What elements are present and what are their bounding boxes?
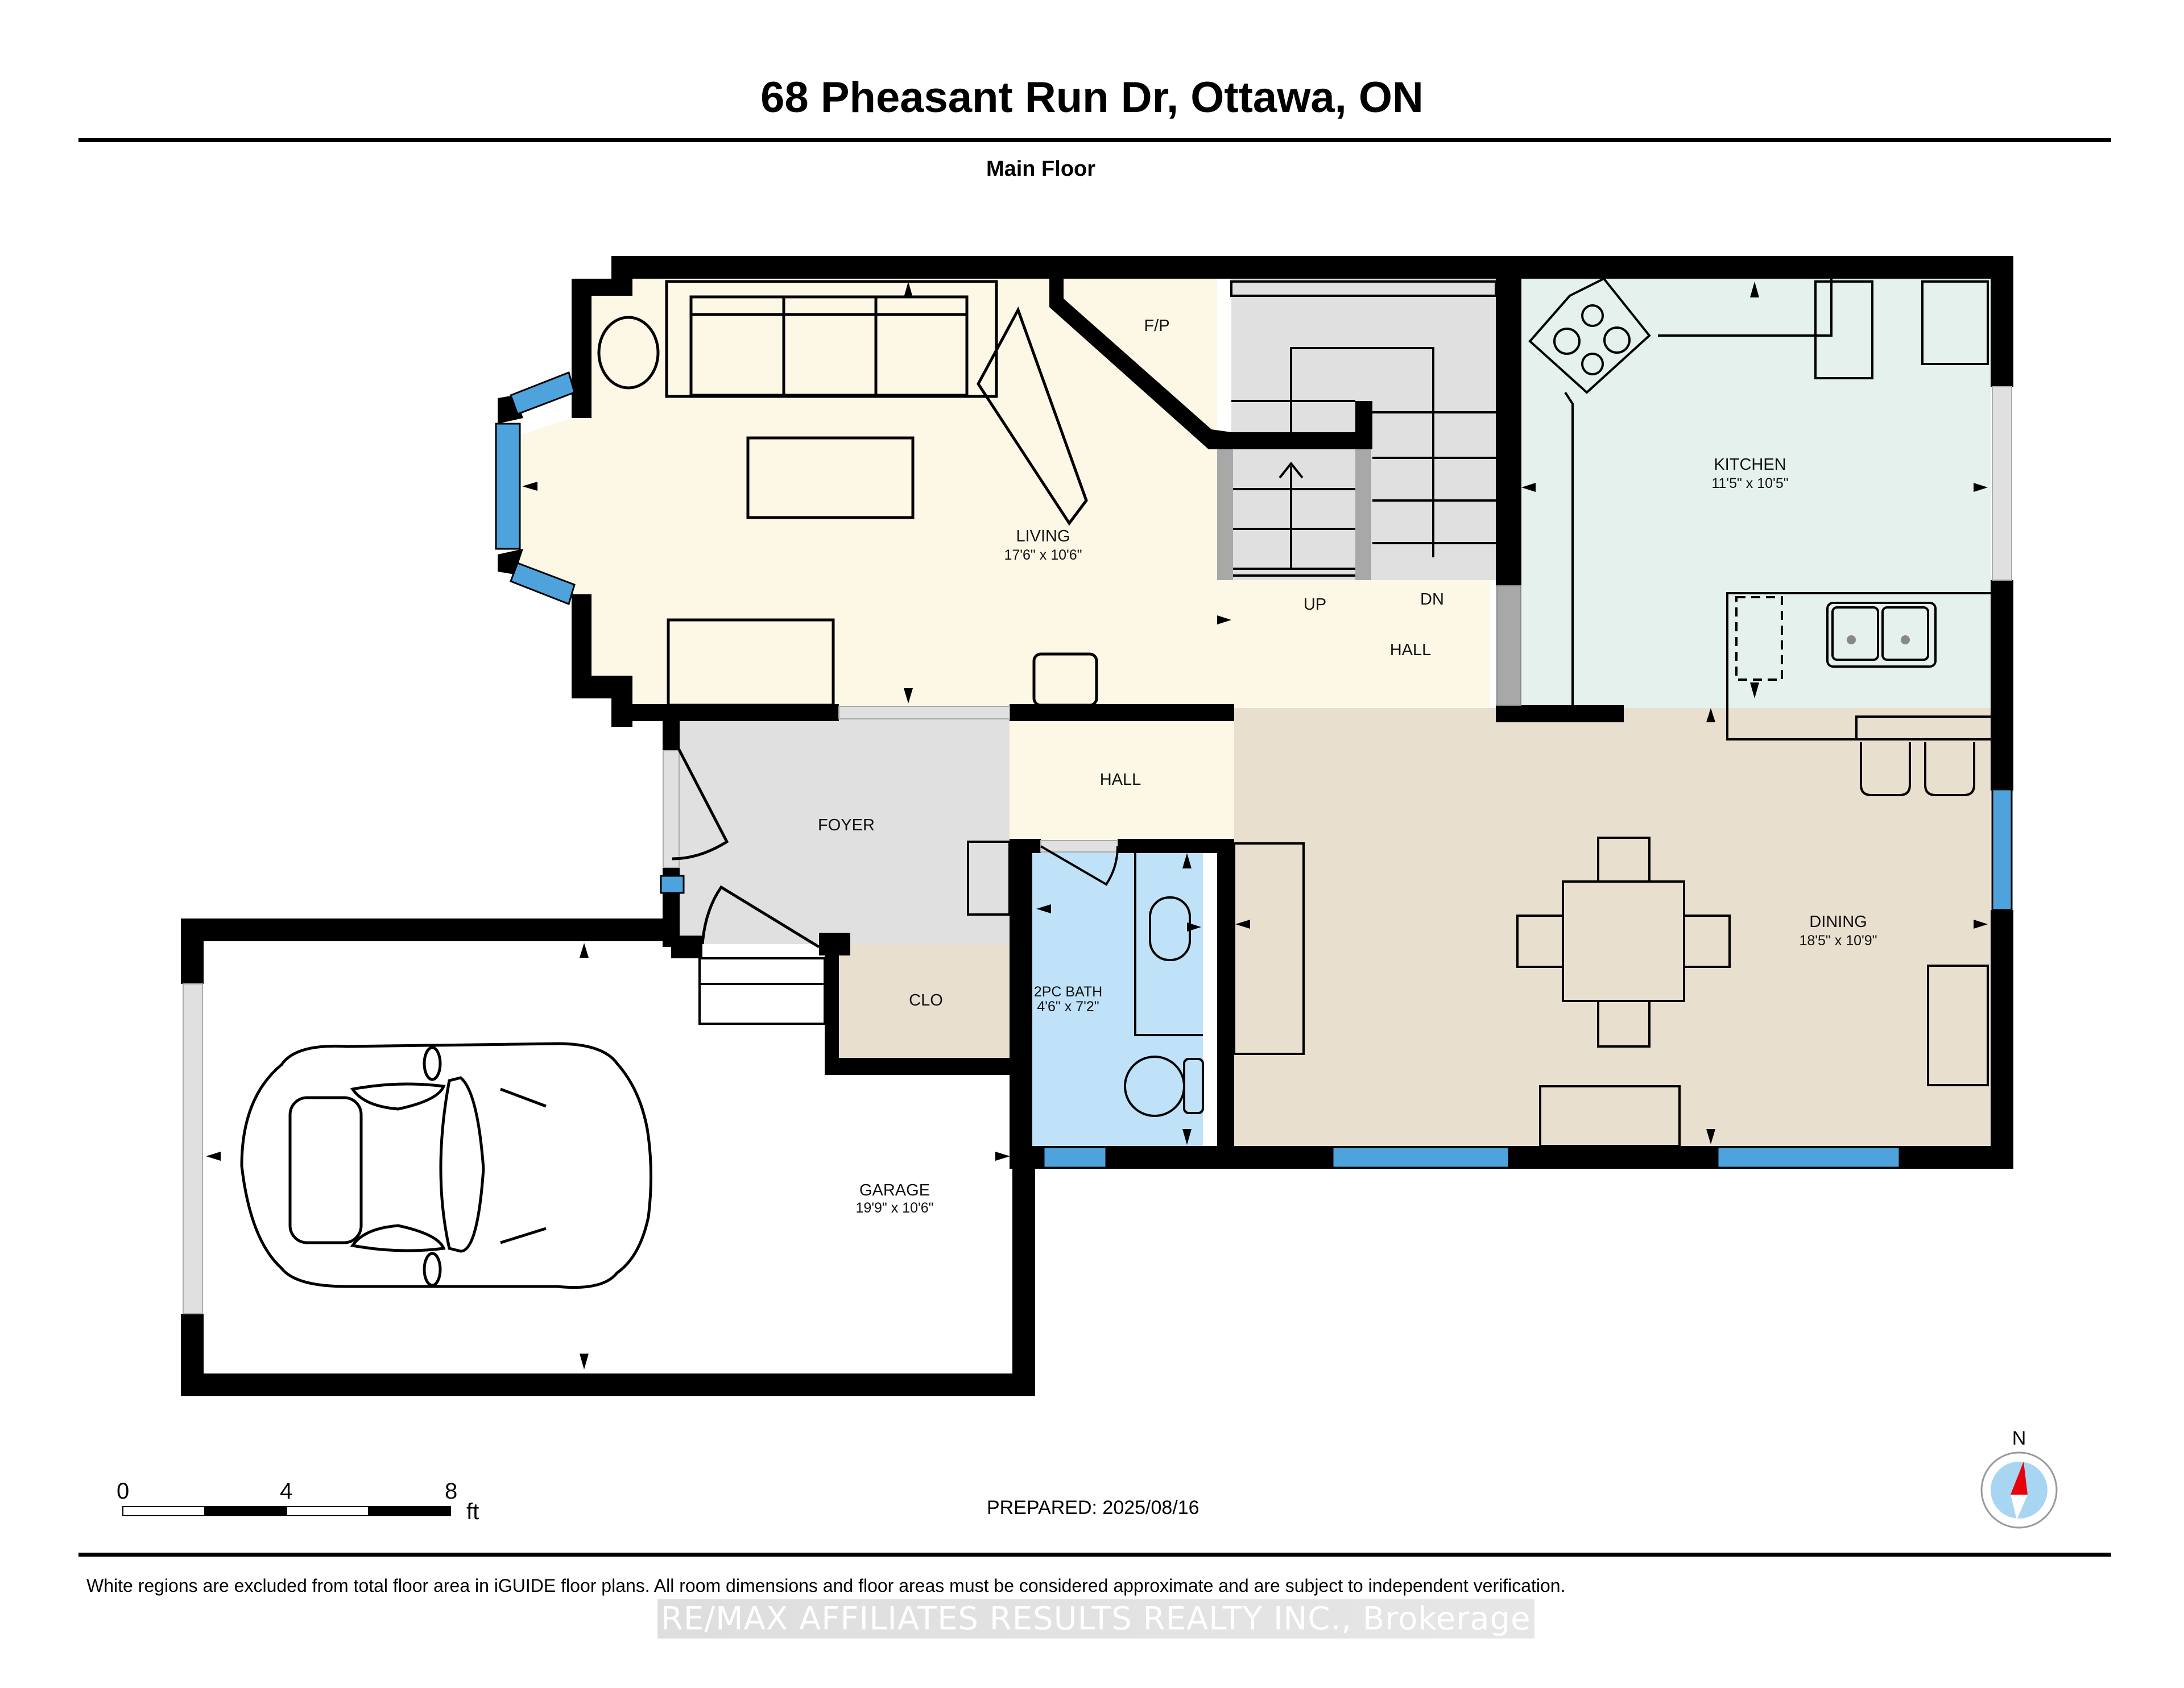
dining-label: DINING [1809, 913, 1867, 931]
compass-rose-icon [1980, 1451, 2058, 1529]
prepared-date: PREPARED: 2025/08/16 [987, 1497, 1199, 1519]
dining-bottom-window-2 [1716, 1146, 1901, 1169]
upper-hall-label: HALL [1390, 641, 1432, 659]
room-fills [512, 279, 1991, 1149]
counter-island [1726, 592, 1991, 740]
kitchen-label: KITCHEN [1714, 456, 1786, 474]
bar-stool-1 [1860, 742, 1911, 796]
bath-door-swing [1040, 845, 1119, 886]
bay-window-top [510, 371, 576, 415]
pantry [1921, 280, 1989, 365]
scale-bar: 0 4 8 ft [117, 1479, 520, 1541]
windows [495, 371, 2013, 1169]
ottoman [1032, 652, 1098, 707]
living-label: LIVING [1016, 527, 1070, 545]
scale-tick-4: 4 [280, 1479, 293, 1504]
sideboard-right [1927, 965, 1989, 1086]
scale-unit: ft [466, 1499, 479, 1524]
closet-floor [839, 944, 1010, 1058]
scale-tick-8: 8 [445, 1479, 458, 1504]
page-title: 68 Pheasant Run Dr, Ottawa, ON [760, 73, 1424, 122]
garage-steps [698, 957, 826, 1025]
fixtures [240, 277, 1991, 1289]
foyer-window [660, 875, 685, 894]
room-labels: LIVING 17'6" x 10'6" F/P UP DN HALL KITC… [818, 317, 1877, 1216]
double-sink [1826, 602, 1937, 668]
foyer-bench [967, 841, 1011, 916]
kitchen-floor [1519, 279, 1991, 708]
dining-bottom-window-1 [1331, 1146, 1510, 1169]
armchair [667, 618, 835, 707]
garage-label: GARAGE [859, 1181, 930, 1199]
disclaimer-text: White regions are excluded from total fl… [86, 1575, 1566, 1596]
bath-label: 2PC BATH [1034, 984, 1102, 1000]
bar-stool-2 [1924, 742, 1975, 796]
scale-segment [286, 1506, 369, 1516]
scale-segment [204, 1506, 287, 1516]
car-icon [240, 1042, 653, 1289]
compass-icon: N [1979, 1428, 2059, 1536]
door-openings [183, 386, 2012, 1314]
living-dimensions: 17'6" x 10'6" [1004, 547, 1082, 563]
floor-label: Main Floor [986, 157, 1096, 181]
dining-floor [1234, 708, 1991, 1146]
garage-door-swing [701, 885, 820, 949]
closet-label: CLO [909, 991, 943, 1010]
measurement-arrows [206, 282, 1988, 1370]
kitchen-fixtures [1528, 277, 1991, 740]
dining-dimensions: 18'5" x 10'9" [1799, 933, 1877, 949]
kitchen-dots [1847, 635, 1910, 644]
lower-hall-label: HALL [1100, 771, 1141, 789]
refrigerator [1814, 280, 1873, 379]
title-divider [78, 138, 2111, 142]
walls [181, 256, 2013, 1396]
sideboard-left [1233, 842, 1305, 1055]
living-room-floor [512, 279, 1490, 711]
brokerage-watermark: RE/MAX AFFILIATES RESULTS REALTY INC., B… [657, 1599, 1534, 1639]
bath-floor [1032, 850, 1203, 1149]
side-table [597, 316, 660, 390]
coffee-table [746, 436, 915, 519]
foyer-floor [680, 719, 1010, 944]
fireplace-hearth [977, 306, 1088, 526]
garage-dimensions: 19'9" x 10'6" [855, 1200, 933, 1216]
bath-dimensions: 4'6" x 7'2" [1037, 999, 1099, 1015]
fireplace-label: F/P [1144, 317, 1169, 335]
staircase [1230, 280, 1497, 577]
dining-furniture [1233, 837, 1989, 1147]
bath-window [1043, 1146, 1107, 1169]
bay-window-center [495, 423, 521, 550]
bench [1539, 1085, 1681, 1147]
entry-door-swing [671, 735, 729, 860]
hall-floor [1010, 719, 1234, 842]
dining-right-window [1991, 788, 2013, 911]
compass-north-label: N [2012, 1428, 2026, 1449]
toilet-tank [1183, 1058, 1204, 1114]
scale-tick-0: 0 [117, 1479, 130, 1504]
scale-segment [122, 1506, 205, 1516]
foyer-label: FOYER [818, 816, 875, 834]
stairs-up-label: UP [1304, 595, 1326, 614]
footer-divider [78, 1553, 2111, 1557]
vanity [1134, 853, 1203, 1036]
stove [1528, 277, 1651, 394]
scale-segment [368, 1506, 451, 1516]
dishwasher [1735, 596, 1783, 681]
bay-window-bottom [510, 562, 576, 605]
stairs-down-label: DN [1420, 590, 1444, 609]
kitchen-dimensions: 11'5" x 10'5" [1711, 475, 1788, 491]
